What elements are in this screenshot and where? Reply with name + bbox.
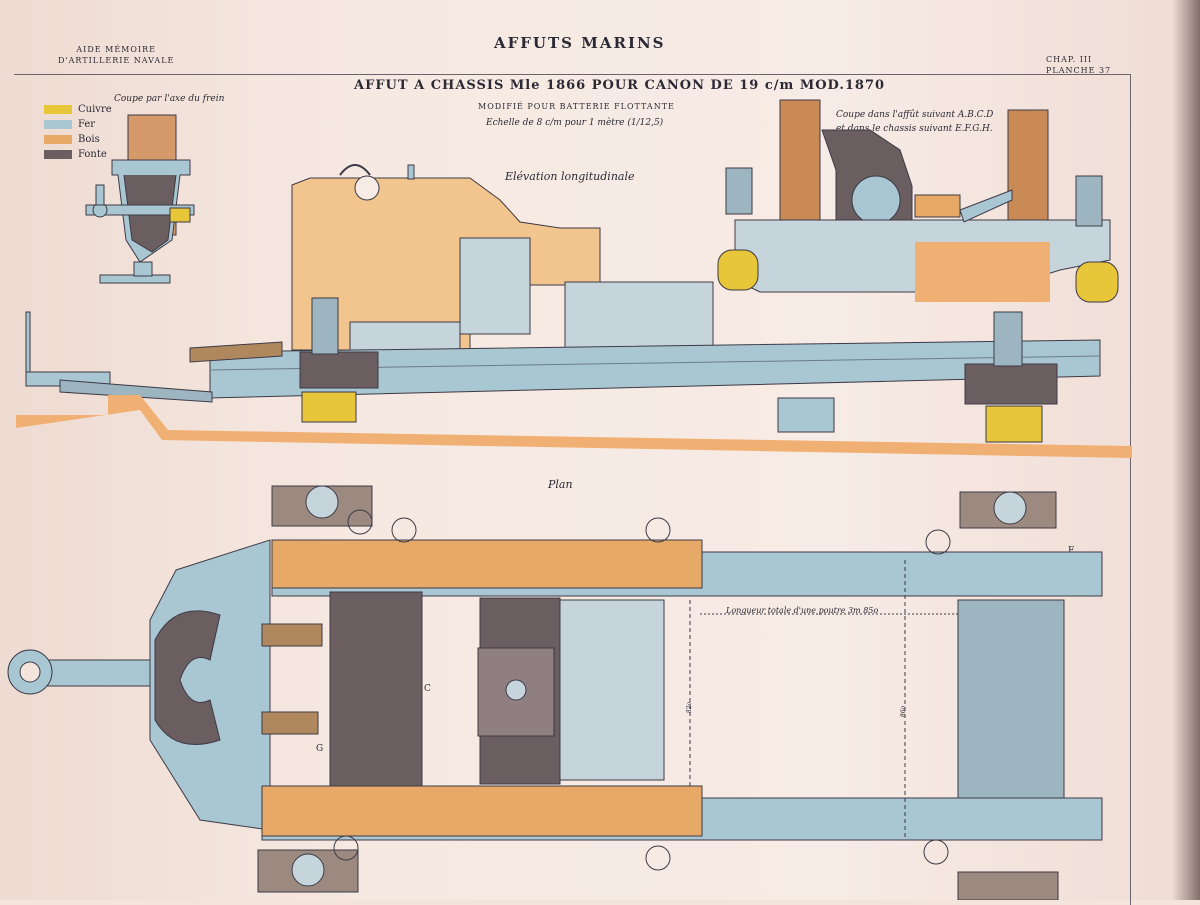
caption-section-line2: et dans le chassis suivant E.F.G.H. [836, 124, 993, 134]
header-left: AIDE MÉMOIRE D'ARTILLERIE NAVALE [58, 44, 174, 66]
legend-swatch-bois [44, 135, 72, 144]
plan-view-drawing [7, 485, 1103, 900]
material-legend: Cuivre Fer Bois Fonte [44, 102, 112, 162]
caption-plan: Plan [548, 478, 573, 491]
caption-brake-section: Coupe par l'axe du frein [114, 94, 225, 104]
legend-label: Cuivre [78, 104, 112, 115]
plate-border [14, 74, 1131, 905]
legend-label: Bois [78, 134, 100, 145]
legend-label: Fer [78, 119, 96, 130]
caption-section-line1: Coupe dans l'affût suivant A.B.C.D [836, 110, 994, 120]
header-right-line1: CHAP. III [1046, 55, 1093, 64]
section-view-drawing [717, 99, 1119, 303]
legend-swatch-cuivre [44, 105, 72, 114]
legend-swatch-fonte [44, 150, 72, 159]
legend-item-cuivre: Cuivre [44, 102, 112, 117]
header-right-line2: PLANCHE 37 [1046, 66, 1112, 75]
header-left-line2: D'ARTILLERIE NAVALE [58, 56, 175, 65]
header-title: AFFUTS MARINS [494, 34, 666, 52]
legend-item-fonte: Fonte [44, 147, 112, 162]
header-left-line1: AIDE MÉMOIRE [76, 45, 156, 54]
legend-item-fer: Fer [44, 117, 112, 132]
caption-length-note: Longueur totale d'une poutre 3m 85o [726, 606, 879, 615]
plate-main-title: AFFUT A CHASSIS Mle 1866 POUR CANON DE 1… [354, 78, 886, 93]
plan-letter-c: C [424, 684, 431, 694]
header-right: CHAP. III PLANCHE 37 [1046, 54, 1111, 76]
plate-scale: Echelle de 8 c/m pour 1 mètre (1/12,5) [486, 118, 664, 128]
page-edge-shadow [1172, 0, 1200, 900]
plan-letter-e: E [1068, 546, 1075, 556]
legend-swatch-fer [44, 120, 72, 129]
elevation-drawing [16, 164, 1132, 458]
plate-subtitle: MODIFIÉ POUR BATTERIE FLOTTANTE [478, 102, 675, 111]
legend-item-bois: Bois [44, 132, 112, 147]
caption-elevation: Elévation longitudinale [505, 170, 635, 183]
legend-label: Fonte [78, 149, 107, 160]
brake-section-drawing [85, 114, 195, 284]
plan-letter-g: G [316, 744, 324, 754]
